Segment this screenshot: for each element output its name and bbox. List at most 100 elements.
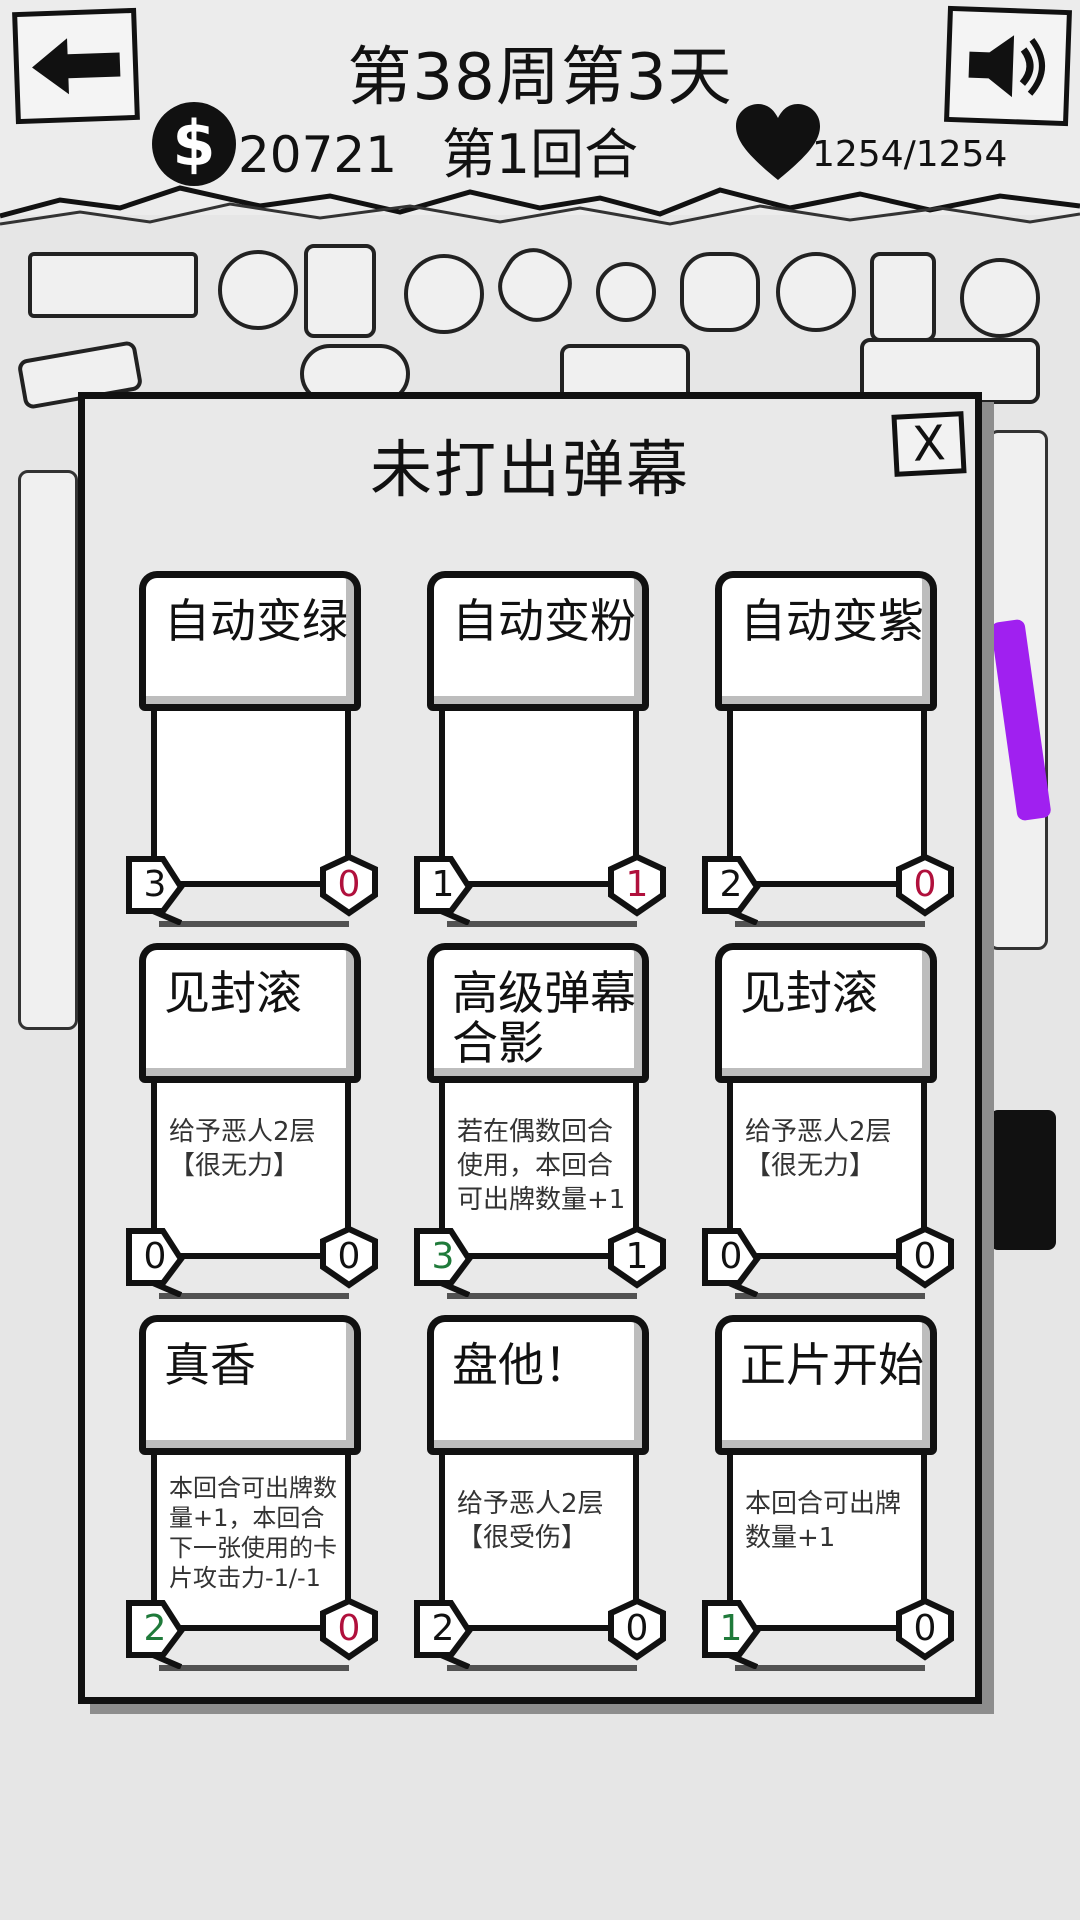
card-name: 见封滚: [164, 966, 302, 1020]
card-bottom-edge: [447, 921, 637, 927]
book-sketch-icon: [304, 244, 376, 338]
ticket-icon: [414, 1228, 473, 1297]
card-header: 高级弹幕合影: [427, 943, 649, 1083]
power-badge: 1: [605, 853, 669, 917]
cost-badge: 1: [411, 853, 475, 925]
card-description: 本回合可出牌数量+1，本回合下一张使用的卡片攻击力-1/-1: [169, 1474, 337, 1592]
power-badge: 0: [317, 853, 381, 917]
shield-icon: [320, 1597, 378, 1661]
week-day-title: 第38周第3天: [347, 41, 733, 115]
money-amount: 20721: [238, 126, 398, 184]
card-header: 自动变紫: [715, 571, 937, 711]
power-badge: 1: [605, 1225, 669, 1289]
power-badge: 0: [893, 1597, 957, 1661]
card-bottom-edge: [735, 1293, 925, 1299]
shield-icon: [896, 853, 954, 917]
ticket-icon: [126, 856, 185, 925]
card-body: 给予恶人2层【很无力】: [727, 1083, 927, 1259]
ticket-icon: [126, 1228, 185, 1297]
shield-icon: [608, 1597, 666, 1661]
card-body: [439, 711, 639, 887]
card-bottom-edge: [447, 1293, 637, 1299]
ticket-icon: [702, 1600, 761, 1669]
ticket-icon: [702, 1228, 761, 1297]
cost-badge: 0: [123, 1225, 187, 1297]
cost-badge: 3: [411, 1225, 475, 1297]
card-bottom-edge: [447, 1665, 637, 1671]
card-body: 给予恶人2层【很无力】: [151, 1083, 351, 1259]
top-bar: 第38周第3天 第1回合 $ 20721 1254/1254: [0, 0, 1080, 215]
frame-sketch-icon: [870, 252, 936, 342]
ticket-icon: [414, 856, 473, 925]
shield-icon: [320, 1225, 378, 1289]
close-button[interactable]: X: [891, 411, 967, 477]
card-description: 给予恶人2层【很无力】: [745, 1117, 892, 1181]
card-name: 自动变粉: [452, 594, 636, 648]
card-bottom-edge: [735, 921, 925, 927]
ring-sketch-icon: [596, 262, 656, 322]
power-value: 0: [337, 1236, 361, 1277]
cost-badge: 2: [411, 1597, 475, 1669]
ticket-icon: [414, 1600, 473, 1669]
back-button[interactable]: [12, 7, 140, 125]
cost-badge: 1: [699, 1597, 763, 1669]
card-bottom-edge: [159, 921, 349, 927]
speaker-icon: [968, 35, 1045, 98]
cost-badge: 2: [699, 853, 763, 925]
cost-badge: 0: [699, 1225, 763, 1297]
modal-title: 未打出弹幕: [369, 433, 690, 506]
card-name: 盘他！: [452, 1338, 590, 1392]
ticket-icon: [126, 1600, 185, 1669]
power-value: 0: [337, 1608, 361, 1649]
power-badge: 0: [317, 1597, 381, 1661]
card-body: 若在偶数回合使用，本回合可出牌数量+1: [439, 1083, 639, 1259]
cost-value: 1: [431, 864, 455, 905]
card-body: [727, 711, 927, 887]
card[interactable]: 见封滚给予恶人2层【很无力】0 0: [126, 943, 378, 1303]
power-badge: 0: [893, 853, 957, 917]
power-value: 0: [913, 1236, 937, 1277]
sound-button[interactable]: [944, 5, 1072, 127]
cost-value: 3: [143, 864, 167, 905]
card[interactable]: 自动变粉 1 1: [414, 571, 666, 931]
card-name: 高级弹幕合影: [452, 966, 636, 1070]
power-value: 0: [337, 864, 361, 905]
hp-value: 1254/1254: [812, 134, 1008, 175]
torn-paper-edge: [0, 185, 1080, 226]
left-side-cards: [18, 470, 78, 1030]
back-arrow-icon: [32, 38, 121, 95]
power-value: 1: [625, 1236, 649, 1277]
shield-icon: [896, 1225, 954, 1289]
card[interactable]: 自动变紫 2 0: [702, 571, 954, 931]
card-bottom-edge: [159, 1293, 349, 1299]
power-value: 0: [625, 1608, 649, 1649]
right-dark-button: [990, 1110, 1056, 1250]
bird-sketch-icon: [680, 252, 760, 332]
cost-badge: 3: [123, 853, 187, 925]
card-header: 正片开始: [715, 1315, 937, 1455]
sketch-background: [0, 232, 1080, 412]
cost-value: 2: [431, 1608, 455, 1649]
power-badge: 0: [893, 1225, 957, 1289]
card-body: 本回合可出牌数量+1: [727, 1455, 927, 1631]
card-header: 见封滚: [715, 943, 937, 1083]
card-header: 见封滚: [139, 943, 361, 1083]
shield-icon: [608, 853, 666, 917]
cost-value: 3: [431, 1236, 455, 1277]
card-bottom-edge: [735, 1665, 925, 1671]
cost-value: 2: [719, 864, 743, 905]
power-value: 0: [913, 864, 937, 905]
coin-icon: $: [152, 102, 236, 186]
shield-icon: [608, 1225, 666, 1289]
card-name: 正片开始: [740, 1338, 924, 1392]
card[interactable]: 见封滚给予恶人2层【很无力】 0 0: [702, 943, 954, 1303]
card-description: 若在偶数回合使用，本回合可出牌数量+1: [457, 1117, 626, 1215]
power-value: 1: [625, 864, 649, 905]
card-name: 自动变紫: [740, 594, 924, 648]
cost-badge: 2: [123, 1597, 187, 1669]
